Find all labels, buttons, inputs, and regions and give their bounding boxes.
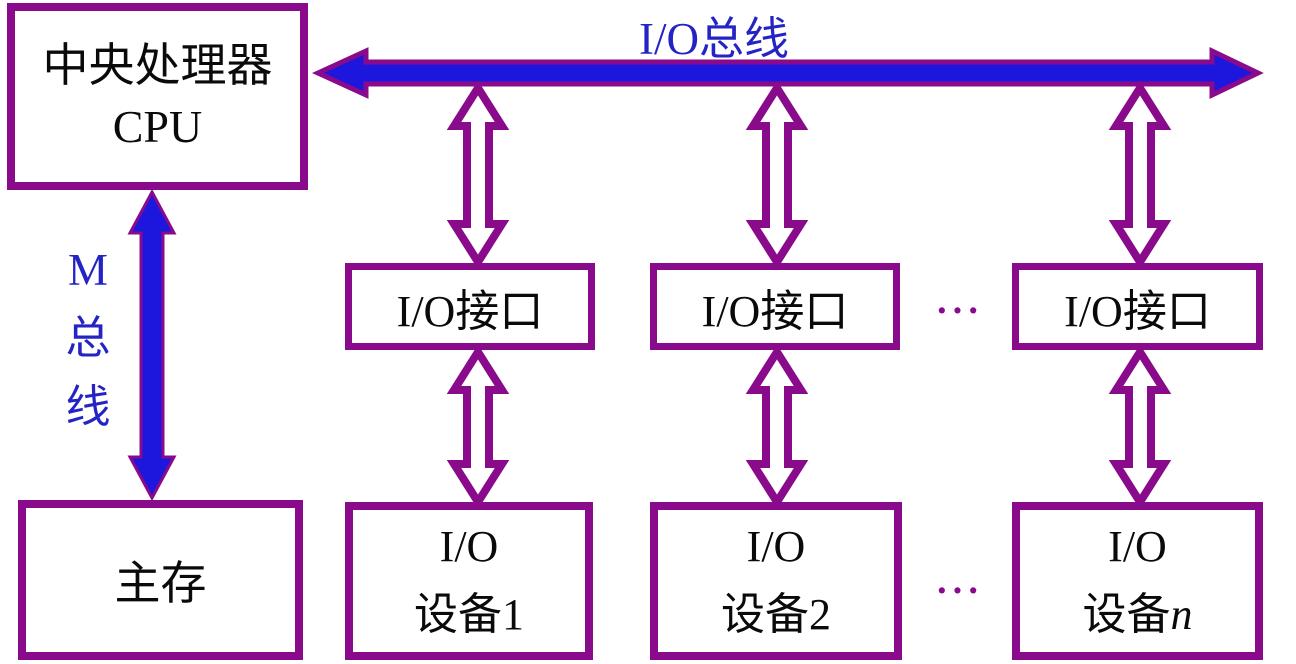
io-bus-label: I/O总线 xyxy=(639,14,789,64)
interface-to-device-connector-3 xyxy=(1116,352,1164,502)
m-bus-arrow xyxy=(127,188,177,502)
m-bus-label-char: M xyxy=(67,245,109,295)
io-device-label-line1: I/O xyxy=(439,521,499,571)
io-device-label-line2: 设备1 xyxy=(414,590,524,639)
m-bus-label-char: 线 xyxy=(65,381,111,432)
io-device-label-line1: I/O xyxy=(746,521,806,571)
interface-to-device-connector-2 xyxy=(753,352,801,502)
io-interface-box-2: I/O接口 xyxy=(650,263,900,350)
io-device-box-1: I/O 设备1 xyxy=(345,502,593,660)
bus-to-interface-connector-3 xyxy=(1116,88,1164,262)
bus-to-interface-connector-2 xyxy=(753,88,801,262)
main-memory-label: 主存 xyxy=(114,558,207,609)
io-interface-label: I/O接口 xyxy=(396,286,544,336)
main-memory-box: 主存 xyxy=(18,500,303,660)
io-bus-arrow xyxy=(311,47,1264,99)
cpu-box: 中央处理器 CPU xyxy=(7,3,308,190)
ellipsis-interfaces: ··· xyxy=(935,290,983,332)
io-device-box-n: I/O 设备n xyxy=(1012,502,1263,660)
cpu-label-line1: 中央处理器 xyxy=(42,39,273,91)
interface-to-device-connector-1 xyxy=(454,352,502,502)
io-device-label-line2: 设备2 xyxy=(721,590,831,639)
m-bus-label-char: 总 xyxy=(65,313,111,364)
io-device-box-2: I/O 设备2 xyxy=(650,502,902,660)
io-interface-label: I/O接口 xyxy=(1064,286,1211,336)
io-interface-box-3: I/O接口 xyxy=(1012,263,1263,350)
cpu-label-line2: CPU xyxy=(112,100,203,152)
bus-to-interface-connector-1 xyxy=(454,88,502,262)
io-device-label-line2: 设备n xyxy=(1082,590,1193,639)
m-bus-label: M 总 线 xyxy=(65,236,110,441)
io-device-label-line1: I/O xyxy=(1108,521,1167,571)
io-interface-box-1: I/O接口 xyxy=(345,263,595,350)
ellipsis-devices: ··· xyxy=(935,570,983,612)
io-interface-label: I/O接口 xyxy=(701,286,849,336)
